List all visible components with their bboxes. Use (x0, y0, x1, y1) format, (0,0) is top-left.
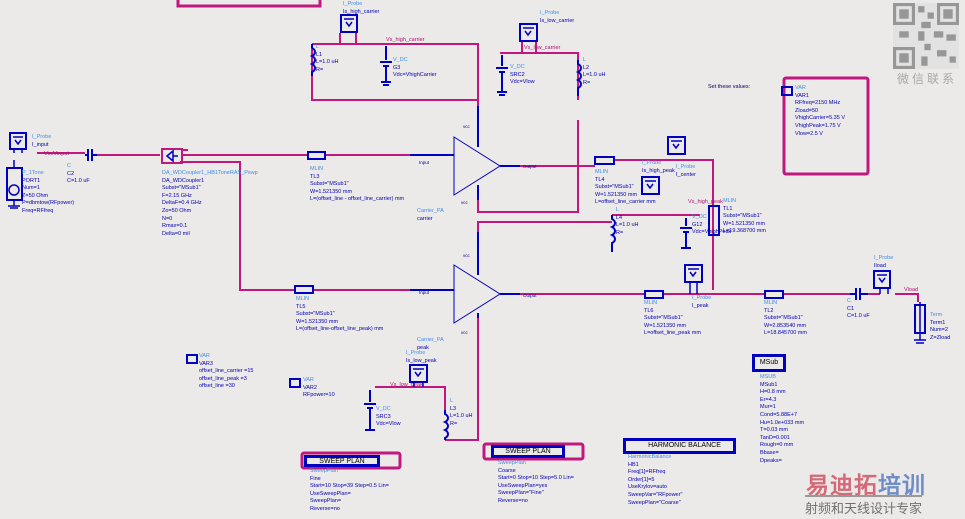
set-values-note: Set these values: (708, 84, 751, 90)
sweep-plan-coarse-button[interactable]: SWEEP PLAN (491, 445, 565, 458)
peak-input-pin: Input (419, 290, 430, 295)
net-vs-high-peak: Vs_high_peak (688, 199, 723, 205)
harmonic-balance-button[interactable]: HARMONIC BALANCE (623, 438, 736, 454)
peak-vcc-top: vcc (463, 253, 470, 258)
qr-code-watermark (893, 3, 959, 69)
brand-watermark: 易迪拓培训 (806, 473, 926, 499)
carrier-input-pin: Input (419, 160, 430, 165)
net-vs-low-peak: Vs_low_peak (390, 382, 423, 388)
net-vload: Vload (904, 287, 919, 293)
carrier-output-pin: Output (523, 164, 537, 169)
msub-button[interactable]: MSub (752, 354, 786, 372)
net-vs-high-carrier: Vs_high_carrier (386, 37, 425, 43)
carrier-vcc-bottom: vcc (461, 200, 468, 205)
peak-output-pin: Output (523, 293, 537, 298)
qr-caption: 微信联系 (897, 72, 958, 86)
sweep-plan-fine-button[interactable]: SWEEP PLAN (304, 455, 380, 467)
net-vin: Vin/Vinput (44, 151, 69, 157)
carrier-vcc-top: vcc (463, 124, 470, 129)
brand-tagline: 射频和天线设计专家 (805, 495, 923, 517)
peak-vcc-bottom: vcc (461, 330, 468, 335)
net-vs-low-carrier: Vs_low_carrier (524, 45, 561, 51)
